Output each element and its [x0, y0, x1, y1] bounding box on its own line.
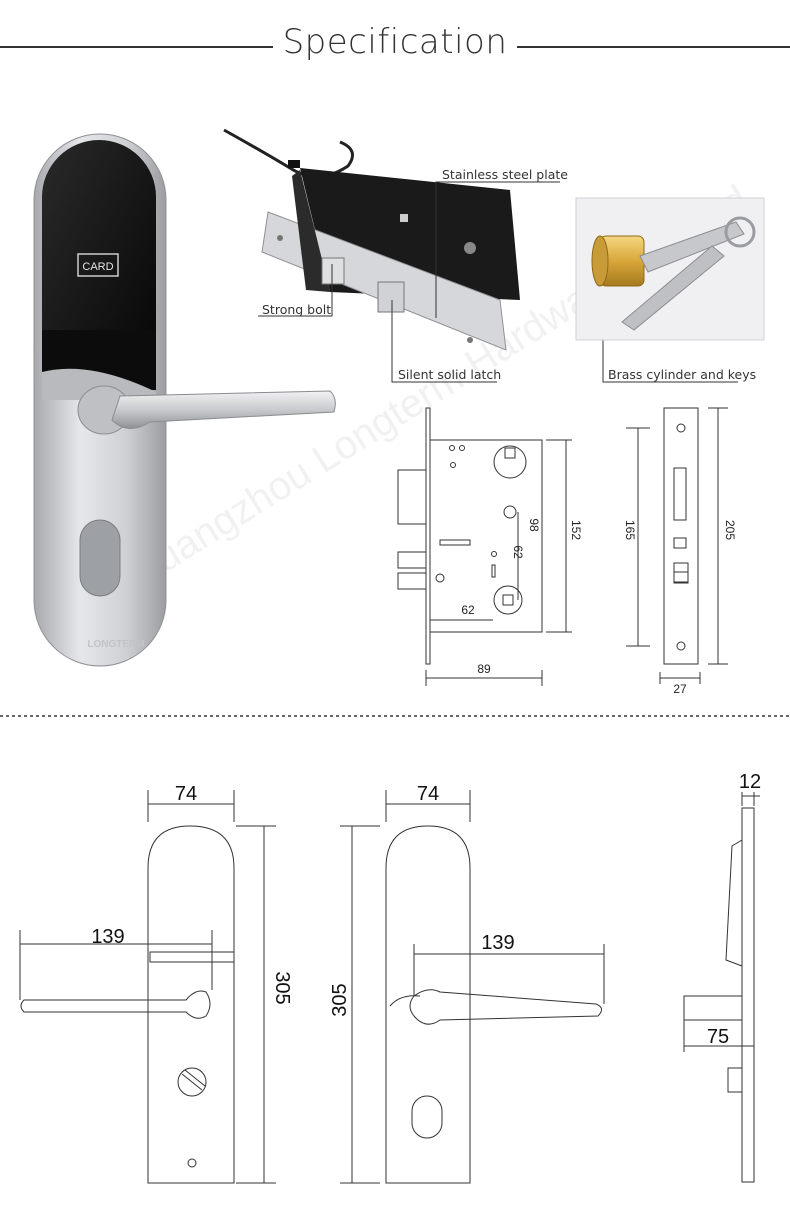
title-rule-right — [508, 46, 790, 48]
page-title: Specification — [0, 22, 790, 62]
mortise-side-drawing — [626, 407, 728, 684]
card-icon — [77, 253, 119, 277]
card-label: CARD — [82, 261, 113, 273]
handle-front-lever-label: 139 — [91, 926, 124, 948]
mortise-bottom-width-label: 62 — [461, 603, 475, 617]
callout-brass-cylinder-keys: Brass cylinder and keys — [608, 367, 757, 382]
handle-front-width-label: 74 — [175, 783, 197, 805]
handle-back-width-label: 74 — [417, 783, 439, 805]
mortise-height-label: 152 — [569, 520, 583, 540]
side-thickness-label: 27 — [673, 682, 687, 696]
side-plate-height-label: 205 — [723, 520, 737, 540]
handle-back-height-label: 305 — [329, 983, 351, 1016]
callout-stainless-steel-plate: Stainless steel plate — [442, 167, 568, 182]
callout-silent-solid-latch: Silent solid latch — [398, 367, 502, 382]
mortise-spacing-b-label: 62 — [511, 545, 525, 559]
handle-back-lever-label: 139 — [481, 932, 514, 954]
side-hole-spacing-label: 165 — [623, 520, 637, 540]
handle-front-drawing — [19, 790, 276, 1184]
callout-strong-bolt: Strong bolt — [262, 302, 332, 317]
mortise-width-label: 89 — [477, 662, 491, 676]
handle-side-thickness-label: 12 — [739, 771, 761, 793]
cylinder-photo — [575, 197, 765, 341]
brand-label: LONGTERM — [87, 639, 144, 650]
mortise-spacing-a-label: 98 — [527, 518, 541, 532]
mortise-photo — [223, 128, 520, 351]
handle-front-height-label: 305 — [271, 971, 293, 1004]
title-rule-left — [0, 46, 300, 48]
door-lock-photo: CARD LONGTERM — [33, 133, 336, 667]
handle-side-drawing — [683, 792, 760, 1183]
title-row: Specification — [0, 0, 790, 90]
mortise-front-drawing — [397, 407, 572, 686]
handle-back-drawing — [340, 790, 605, 1184]
handle-side-projection-label: 75 — [707, 1026, 729, 1048]
